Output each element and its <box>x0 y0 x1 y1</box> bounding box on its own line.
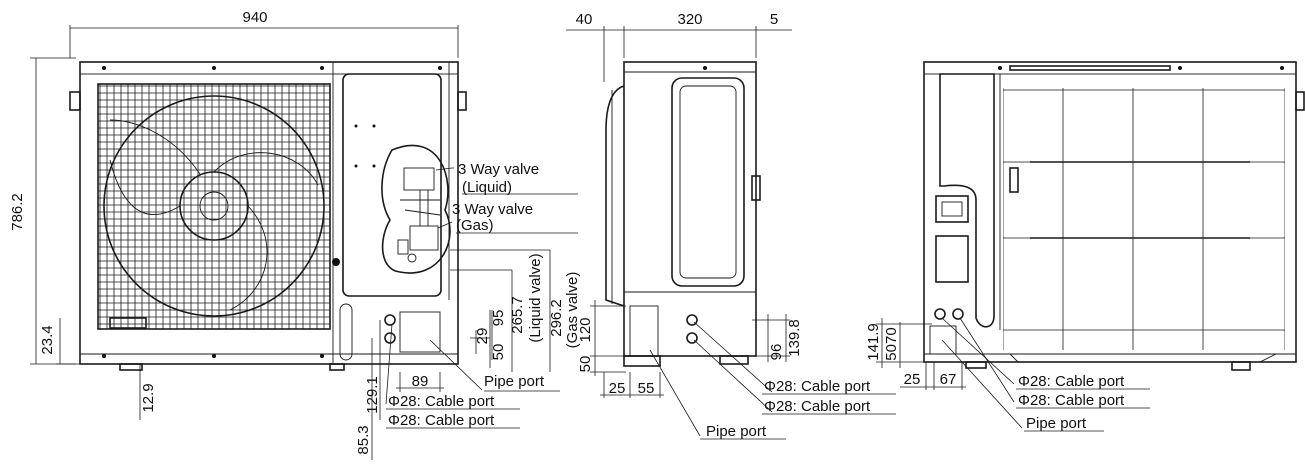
dim-89: 89 <box>412 373 429 390</box>
side-cable-port-lower <box>686 332 698 344</box>
back-handle <box>935 195 969 223</box>
valve-gas-line1: 3 Way valve <box>452 201 533 218</box>
dim-85: 85.3 <box>355 425 372 454</box>
dim-gas-label: (Gas valve) <box>564 272 581 349</box>
back-cable-port-2: Φ28: Cable port <box>1018 392 1125 409</box>
side-cable-port-1: Φ28: Cable port <box>764 378 871 395</box>
fan-guard-ring <box>103 95 325 317</box>
front-top-lip <box>79 61 459 75</box>
valve-assembly <box>397 167 441 263</box>
dim-29: 29 <box>474 328 491 345</box>
fan-grille <box>97 83 331 330</box>
front-left-handle <box>69 91 81 111</box>
back-panel <box>939 73 995 328</box>
dim-gas: 296.2 <box>548 299 565 337</box>
dim-50: 50 <box>490 344 507 361</box>
side-dim-320: 320 <box>677 11 702 28</box>
dim-foot-height: 12.9 <box>140 383 157 412</box>
dim-129: 129.1 <box>364 376 381 414</box>
back-dim-5070: 5070 <box>883 327 900 360</box>
side-dim-25: 25 <box>609 380 626 397</box>
front-cable-port-1: Φ28: Cable port <box>388 393 495 410</box>
back-cable-port-upper <box>934 308 946 320</box>
side-dim-40: 40 <box>576 11 593 28</box>
side-body <box>623 61 757 357</box>
dim-95: 95 <box>490 310 507 327</box>
side-dim-139: 139.8 <box>786 319 803 357</box>
side-view: 40 320 5 120 50 25 55 96 139.8 Φ28: Cabl… <box>566 11 896 440</box>
valve-liquid-line1: 3 Way valve <box>458 161 539 178</box>
side-dim-5: 5 <box>770 11 778 28</box>
dim-height: 786.2 <box>9 193 26 231</box>
valve-cutaway <box>381 144 451 274</box>
cable-port-upper <box>384 314 396 326</box>
dim-foot-offset: 23.4 <box>39 325 56 354</box>
side-cable-port-2: Φ28: Cable port <box>764 398 871 415</box>
service-panel <box>342 73 442 297</box>
valve-gas-line2: (Gas) <box>456 217 494 234</box>
side-dim-50: 50 <box>577 356 594 373</box>
side-pipe-port: Pipe port <box>706 423 767 440</box>
back-view: 141.9 5070 25 67 Φ28: Cable port Φ28: Ca… <box>865 61 1305 432</box>
back-dim-25: 25 <box>904 371 921 388</box>
side-fan-guard <box>605 85 625 307</box>
back-dim-67: 67 <box>940 371 957 388</box>
side-dim-55: 55 <box>638 380 655 397</box>
front-pipe-port: Pipe port <box>484 373 545 390</box>
side-dim-120: 120 <box>577 317 594 342</box>
dim-liquid: 265.7 <box>509 296 526 334</box>
cable-port-lower <box>384 332 396 344</box>
dim-liquid-label: (Liquid valve) <box>527 253 544 342</box>
back-cable-port-1: Φ28: Cable port <box>1018 373 1125 390</box>
side-handle-recess <box>671 77 745 287</box>
dim-width: 940 <box>242 9 267 26</box>
back-cable-port-lower <box>952 308 964 320</box>
back-dim-141: 141.9 <box>865 323 882 361</box>
valve-liquid-line2: (Liquid) <box>462 179 512 196</box>
front-view: 940 786.2 23.4 12.9 29 50 95 265.7 (Liqu… <box>9 9 581 460</box>
front-cable-port-2: Φ28: Cable port <box>388 412 495 429</box>
back-pipe-port: Pipe port <box>1026 415 1087 432</box>
back-body <box>923 61 1297 363</box>
side-dim-96: 96 <box>768 344 785 361</box>
brand-plate <box>109 317 147 329</box>
side-cable-port-upper <box>686 314 698 326</box>
front-right-handle <box>457 91 467 111</box>
fan-hub <box>179 171 249 241</box>
